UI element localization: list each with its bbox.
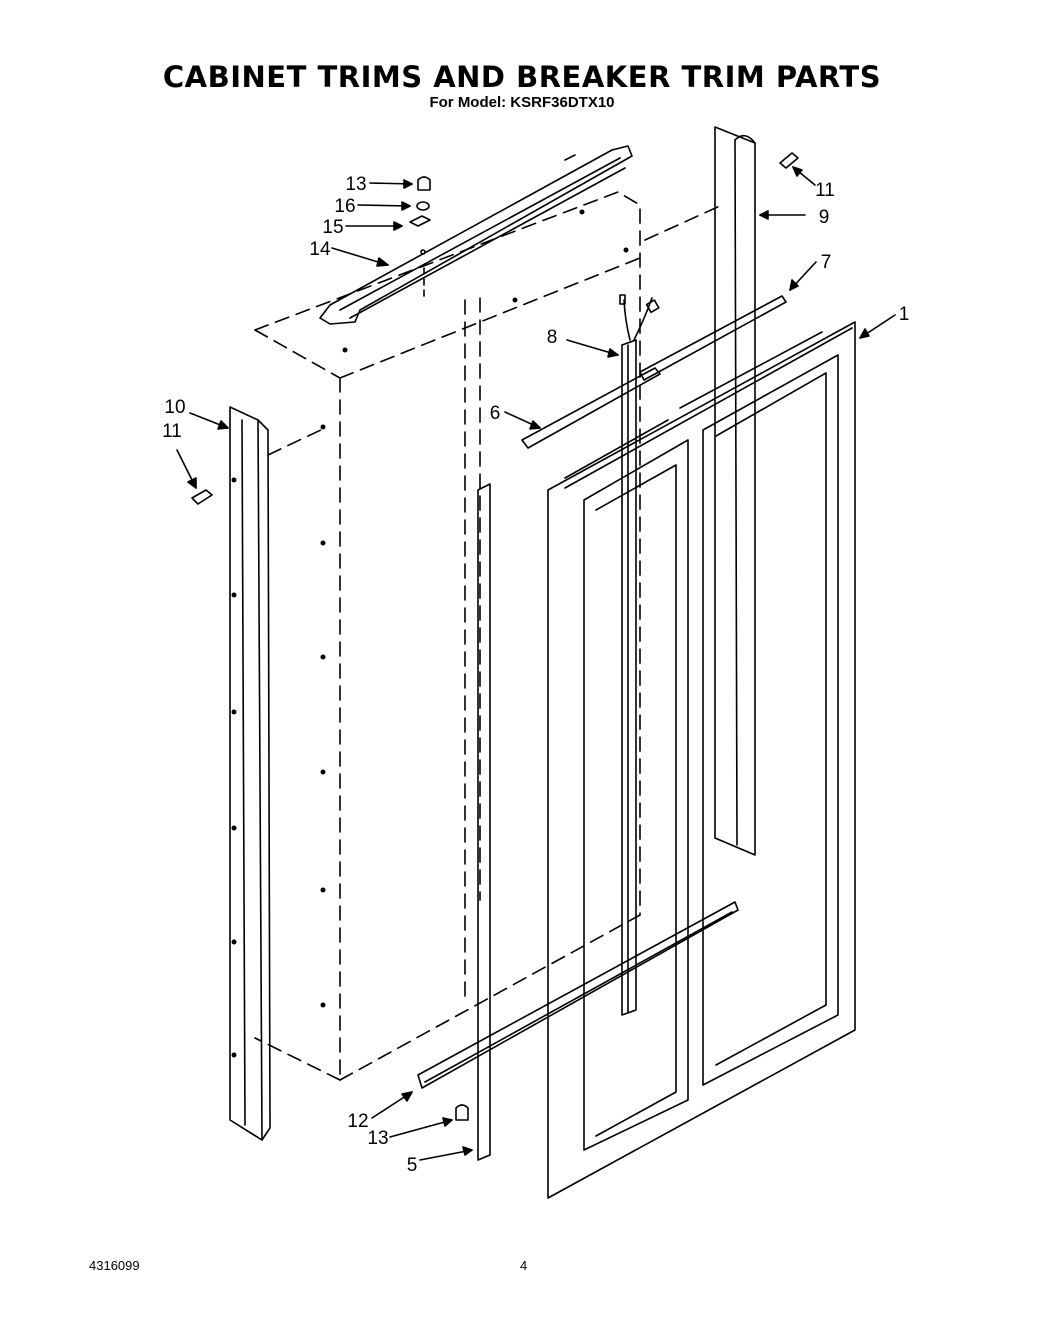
document-number: 4316099 (89, 1258, 140, 1273)
callout-14: 14 (309, 239, 331, 260)
part-11-screw-left (191, 489, 213, 505)
callout-13-top: 13 (345, 174, 366, 195)
callout-7: 7 (821, 252, 832, 273)
callout-labels: 13 16 15 14 11 9 7 1 8 6 10 11 12 13 5 (162, 174, 909, 1176)
cabinet-outline (254, 191, 723, 1081)
callout-11-left: 11 (162, 421, 182, 442)
part-5-strip (477, 483, 491, 1161)
part-1-frame (547, 321, 856, 1199)
callout-5: 5 (407, 1155, 418, 1176)
page-title: CABINET TRIMS AND BREAKER TRIM PARTS (162, 60, 882, 94)
callout-15: 15 (322, 217, 343, 238)
callout-11-right: 11 (815, 180, 835, 201)
part-11-screw-right (779, 152, 799, 169)
page-number: 4 (520, 1258, 528, 1273)
part-7-strip (639, 295, 787, 381)
part-10-left-trim (229, 406, 271, 1141)
callout-13-bottom: 13 (367, 1128, 388, 1149)
cabinet-holes (320, 209, 629, 1008)
part-12-bottom-channel (417, 901, 739, 1089)
part-14-top-trim (319, 145, 633, 325)
callout-12: 12 (347, 1111, 368, 1132)
callout-6: 6 (490, 403, 501, 424)
part-9-right-trim (714, 126, 756, 856)
model-subtitle: For Model: KSRF36DTX10 (429, 94, 615, 111)
callout-10: 10 (164, 397, 185, 418)
callout-8: 8 (547, 327, 558, 348)
callout-16: 16 (334, 196, 355, 217)
part-8-heater (619, 294, 660, 1016)
leader-lines (176, 166, 896, 1161)
top-hardware (409, 176, 431, 297)
callout-1: 1 (899, 304, 910, 325)
part-6-strip (521, 367, 661, 449)
part-13-screw-bottom (455, 1104, 469, 1121)
callout-9: 9 (819, 207, 830, 228)
